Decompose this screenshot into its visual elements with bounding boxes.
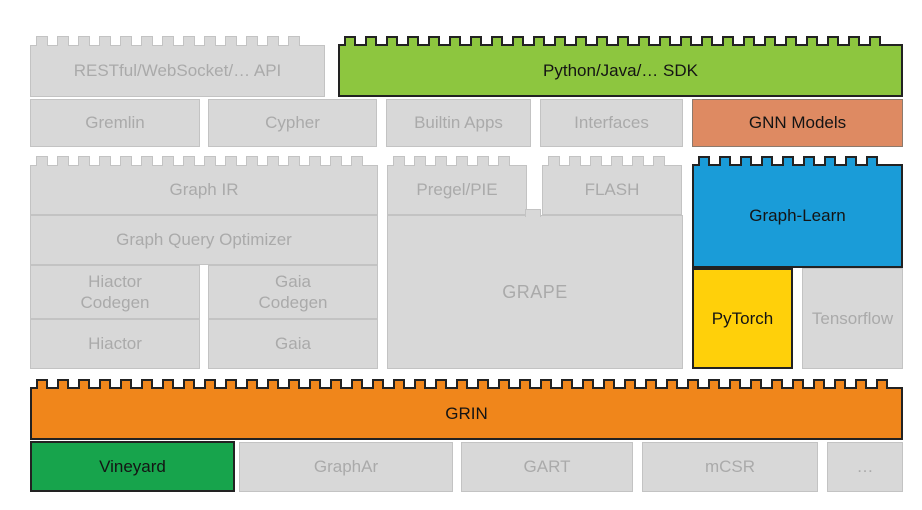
- lego-studs: [30, 36, 325, 46]
- brick-gaia-codegen: Gaia Codegen: [208, 265, 378, 319]
- brick-graph-ir: Graph IR: [30, 156, 378, 215]
- brick-graphar: GraphAr: [239, 442, 453, 492]
- brick-label: Gaia Codegen: [258, 271, 328, 312]
- brick-label: GRIN: [445, 403, 488, 423]
- brick-pytorch: PyTorch: [692, 268, 793, 369]
- brick-label: FLASH: [584, 180, 640, 200]
- brick-gart: GART: [461, 442, 633, 492]
- brick-label: …: [856, 457, 874, 477]
- brick-label: Gaia: [275, 334, 311, 354]
- lego-studs: [30, 379, 903, 389]
- lego-studs: [387, 156, 527, 166]
- brick-label: Vineyard: [99, 456, 166, 476]
- brick-label: Graph-Learn: [749, 206, 846, 226]
- brick-mcsr: mCSR: [642, 442, 818, 492]
- brick-hiactor-codegen: Hiactor Codegen: [30, 265, 200, 319]
- brick-label: PyTorch: [711, 308, 774, 328]
- brick-label: Cypher: [265, 113, 320, 133]
- lego-studs: [338, 36, 903, 46]
- brick-label: GraphAr: [313, 457, 379, 477]
- brick-hiactor: Hiactor: [30, 319, 200, 369]
- brick-label: Graph Query Optimizer: [116, 230, 292, 250]
- brick-grin: GRIN: [30, 379, 903, 440]
- brick-vineyard: Vineyard: [30, 441, 235, 492]
- lego-studs: [542, 156, 682, 166]
- brick-label: Python/Java/… SDK: [543, 60, 698, 80]
- brick-flash: FLASH: [542, 156, 682, 215]
- lego-stud: [525, 209, 541, 217]
- brick-gremlin: Gremlin: [30, 99, 200, 147]
- brick-label: Hiactor Codegen: [80, 271, 150, 312]
- brick-python-sdk: Python/Java/… SDK: [338, 36, 903, 97]
- brick-tensorflow: Tensorflow: [802, 268, 903, 369]
- brick-pregel-pie: Pregel/PIE: [387, 156, 527, 215]
- brick-label: GART: [523, 457, 571, 477]
- brick-label: Builtin Apps: [414, 113, 503, 133]
- lego-studs: [692, 156, 903, 166]
- brick-label: mCSR: [704, 457, 756, 477]
- brick-label: GRAPE: [502, 281, 568, 302]
- brick-label: GNN Models: [748, 113, 847, 133]
- brick-graph-learn: Graph-Learn: [692, 156, 903, 268]
- brick-label: Graph IR: [169, 180, 239, 200]
- brick-label: Pregel/PIE: [416, 180, 498, 200]
- brick-restful-api: RESTful/WebSocket/… API: [30, 36, 325, 97]
- brick-label: Hiactor: [88, 334, 142, 354]
- brick-more: …: [827, 442, 903, 492]
- brick-builtin-apps: Builtin Apps: [386, 99, 531, 147]
- brick-cypher: Cypher: [208, 99, 377, 147]
- brick-interfaces: Interfaces: [540, 99, 683, 147]
- brick-label: Interfaces: [574, 113, 649, 133]
- brick-gaia: Gaia: [208, 319, 378, 369]
- brick-label: RESTful/WebSocket/… API: [73, 61, 282, 81]
- brick-graph-query-optimizer: Graph Query Optimizer: [30, 215, 378, 265]
- brick-label: Tensorflow: [811, 308, 894, 328]
- brick-grape: GRAPE: [387, 209, 683, 369]
- brick-label: Gremlin: [85, 113, 145, 133]
- lego-studs: [30, 156, 378, 166]
- brick-gnn-models: GNN Models: [692, 99, 903, 147]
